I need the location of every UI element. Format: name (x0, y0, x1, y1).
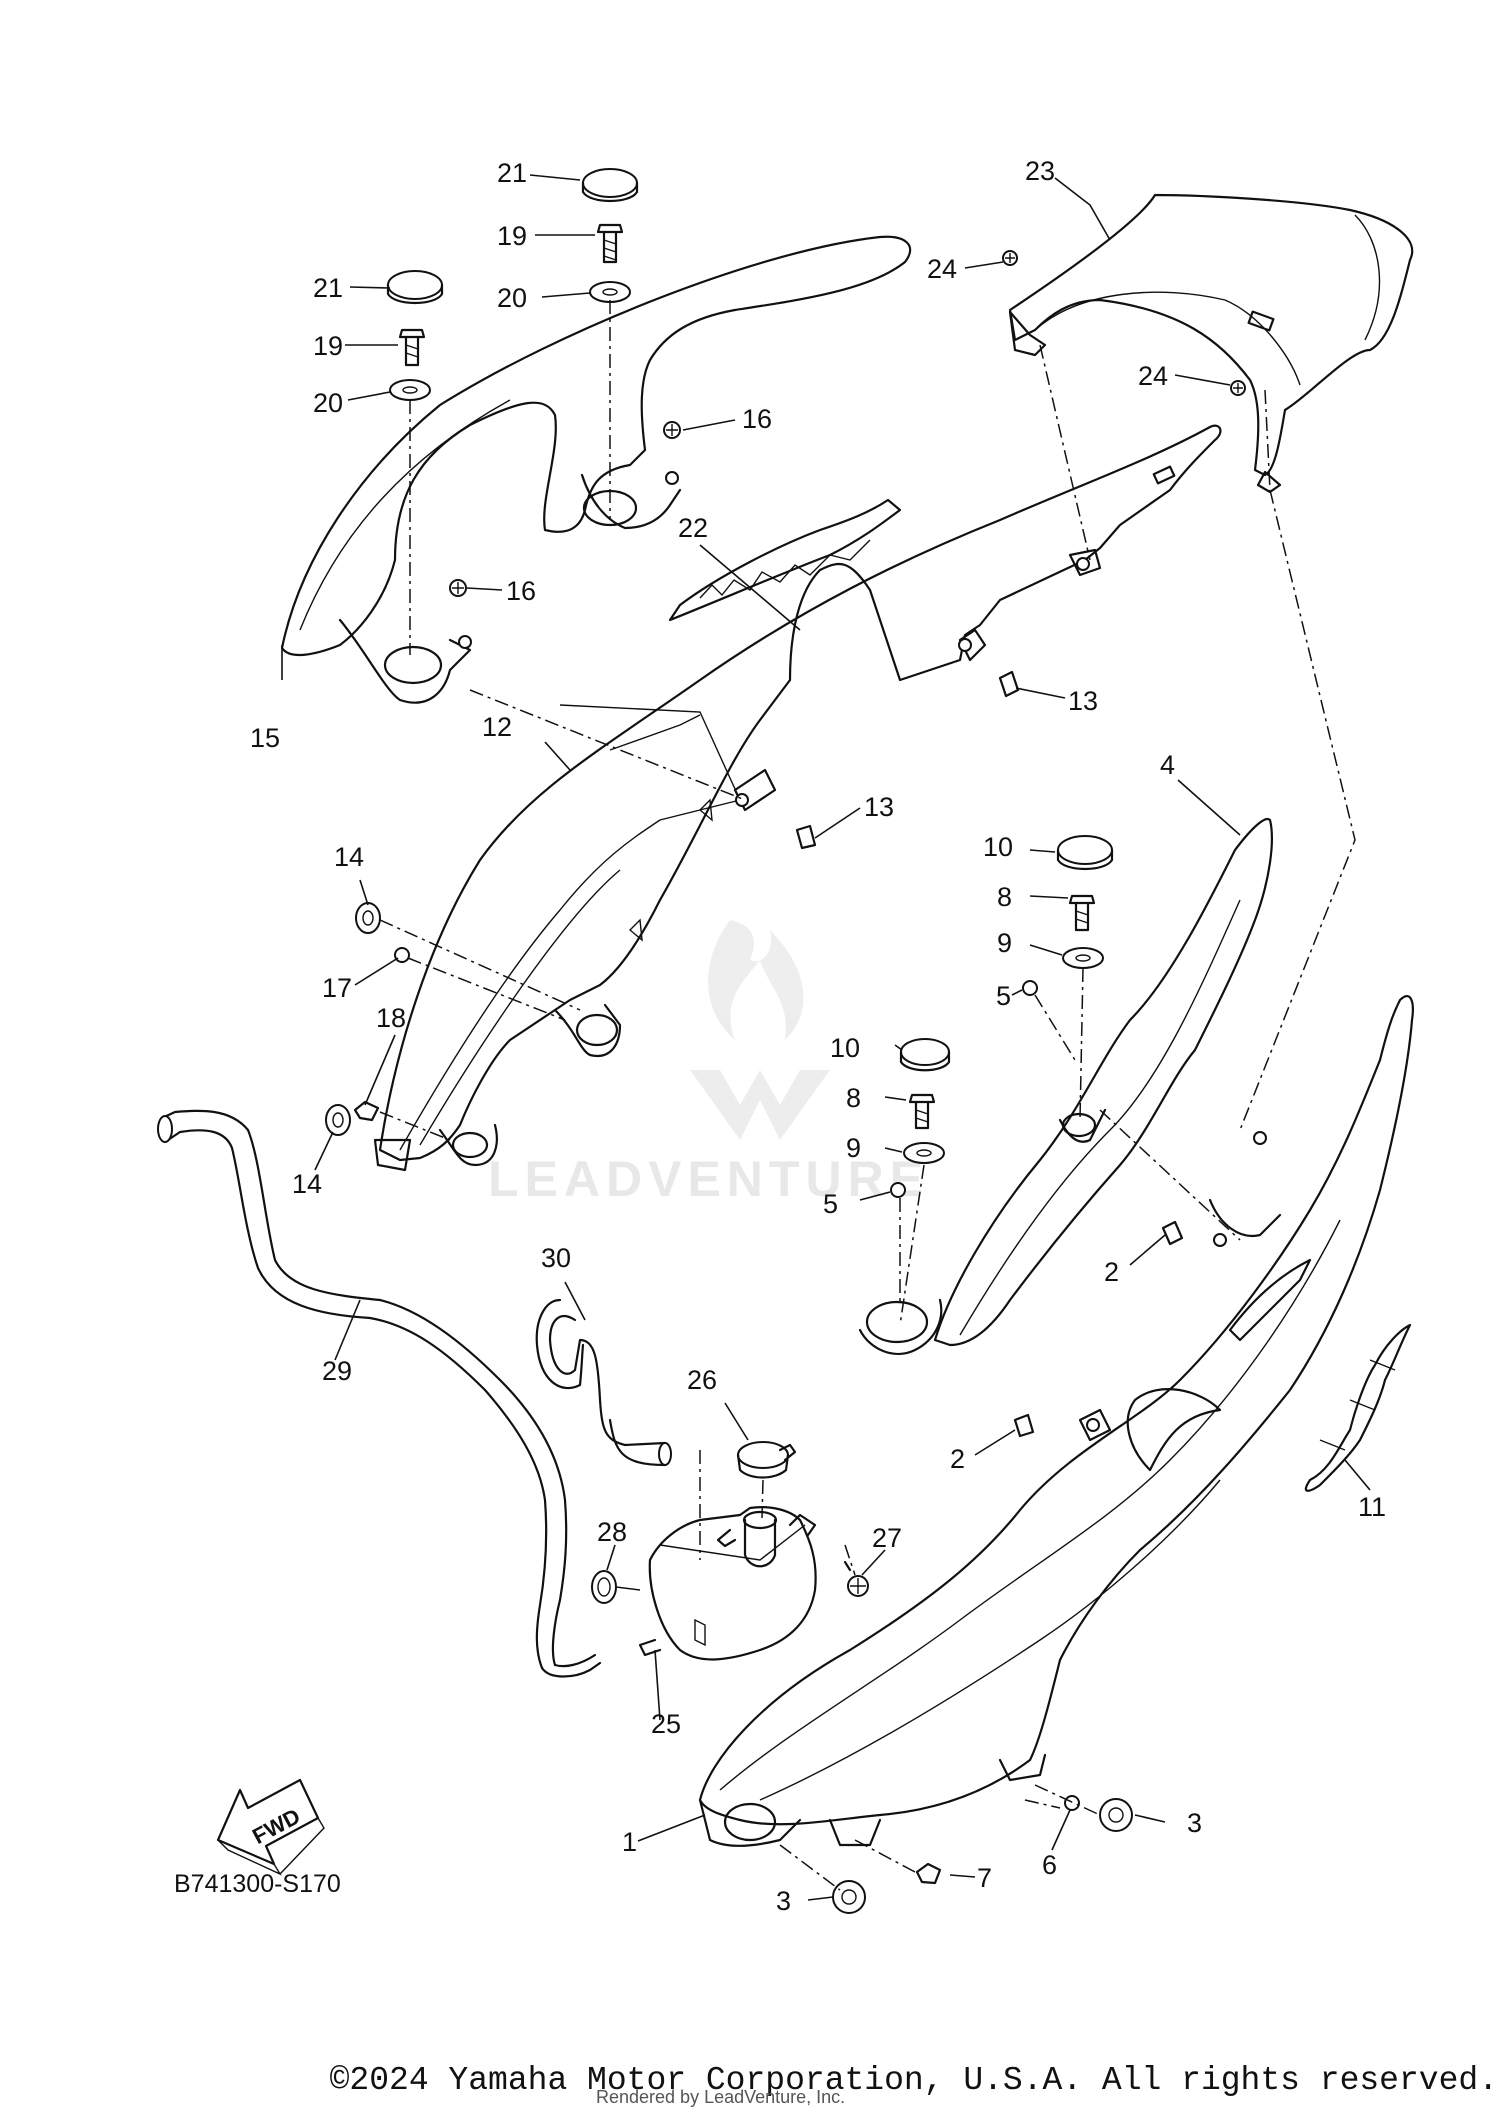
callout-14a: 14 (334, 842, 364, 872)
callout-numbers: 1 2 2 3 3 4 5 5 6 7 8 8 9 9 10 10 11 12 … (250, 156, 1386, 1916)
callout-9a: 9 (997, 928, 1012, 958)
callout-3b: 3 (776, 1886, 791, 1916)
callout-5b: 5 (823, 1189, 838, 1219)
part-15-upper-cover (280, 235, 912, 704)
part-30-hose (535, 1298, 672, 1467)
hardware (325, 168, 1246, 1914)
leadventure-watermark: LEADVENTURE (488, 920, 929, 1207)
watermark-text: LEADVENTURE (488, 1151, 929, 1207)
forward-arrow-icon: FWD (216, 1778, 325, 1876)
part-22-decal (668, 498, 902, 622)
callout-2a: 2 (1104, 1257, 1119, 1287)
part-28-grommet (591, 1570, 641, 1604)
callout-11: 11 (1358, 1492, 1386, 1522)
part-21-cap-b (387, 270, 443, 300)
callout-17: 17 (322, 973, 352, 1003)
callout-5a: 5 (996, 981, 1011, 1011)
callout-30: 30 (541, 1243, 571, 1273)
callout-7: 7 (977, 1863, 992, 1893)
callout-13a: 13 (1068, 686, 1098, 716)
callout-23: 23 (1025, 156, 1055, 186)
callout-10a: 10 (983, 832, 1013, 862)
callout-21a: 21 (497, 158, 527, 188)
callout-25: 25 (651, 1709, 681, 1739)
callout-20b: 20 (313, 388, 343, 418)
part-27-screw (843, 1560, 869, 1597)
callout-19a: 19 (497, 221, 527, 251)
leader-lines (281, 174, 1371, 1901)
callout-2b: 2 (950, 1444, 965, 1474)
callout-21b: 21 (313, 273, 343, 303)
callout-24b: 24 (1138, 361, 1168, 391)
callout-18: 18 (376, 1003, 406, 1033)
callout-20a: 20 (497, 283, 527, 313)
callout-1: 1 (622, 1827, 637, 1857)
callout-16a: 16 (742, 404, 772, 434)
part-11-decal (1304, 1323, 1412, 1492)
callout-14b: 14 (292, 1169, 322, 1199)
assembly-lines (379, 300, 1356, 1891)
callout-12: 12 (482, 712, 512, 742)
part-26-cap (736, 1441, 797, 1479)
callout-9b: 9 (846, 1133, 861, 1163)
callout-10b: 10 (830, 1033, 860, 1063)
part-12-side-cover (373, 424, 1222, 1172)
part-29-hose (157, 1109, 602, 1678)
callout-15: 15 (250, 723, 280, 753)
callout-3a: 3 (1187, 1808, 1202, 1838)
copyright-notice: ©2024 Yamaha Motor Corporation, U.S.A. A… (329, 2062, 1498, 2099)
part-1-side-cover (698, 995, 1414, 1847)
callout-24a: 24 (927, 254, 957, 284)
part-23-tail-cover (1008, 193, 1414, 494)
callout-27: 27 (872, 1523, 902, 1553)
fwd-label: FWD (248, 1803, 304, 1849)
callout-28: 28 (597, 1517, 627, 1547)
part-21-cap-a (582, 168, 638, 198)
callout-4: 4 (1160, 750, 1175, 780)
rendered-by-notice: Rendered by LeadVenture, Inc. (596, 2087, 846, 2107)
callout-8a: 8 (997, 882, 1012, 912)
callout-22: 22 (678, 513, 708, 543)
callout-16b: 16 (506, 576, 536, 606)
part-25-reservoir-tank (638, 1506, 817, 1661)
part-4-side-cover (858, 817, 1282, 1355)
diagram-code: B741300-S170 (174, 1870, 341, 1898)
callout-29: 29 (322, 1356, 352, 1386)
callout-19b: 19 (313, 331, 343, 361)
callout-8b: 8 (846, 1083, 861, 1113)
callout-26: 26 (687, 1365, 717, 1395)
callout-13b: 13 (864, 792, 894, 822)
callout-6: 6 (1042, 1850, 1057, 1880)
